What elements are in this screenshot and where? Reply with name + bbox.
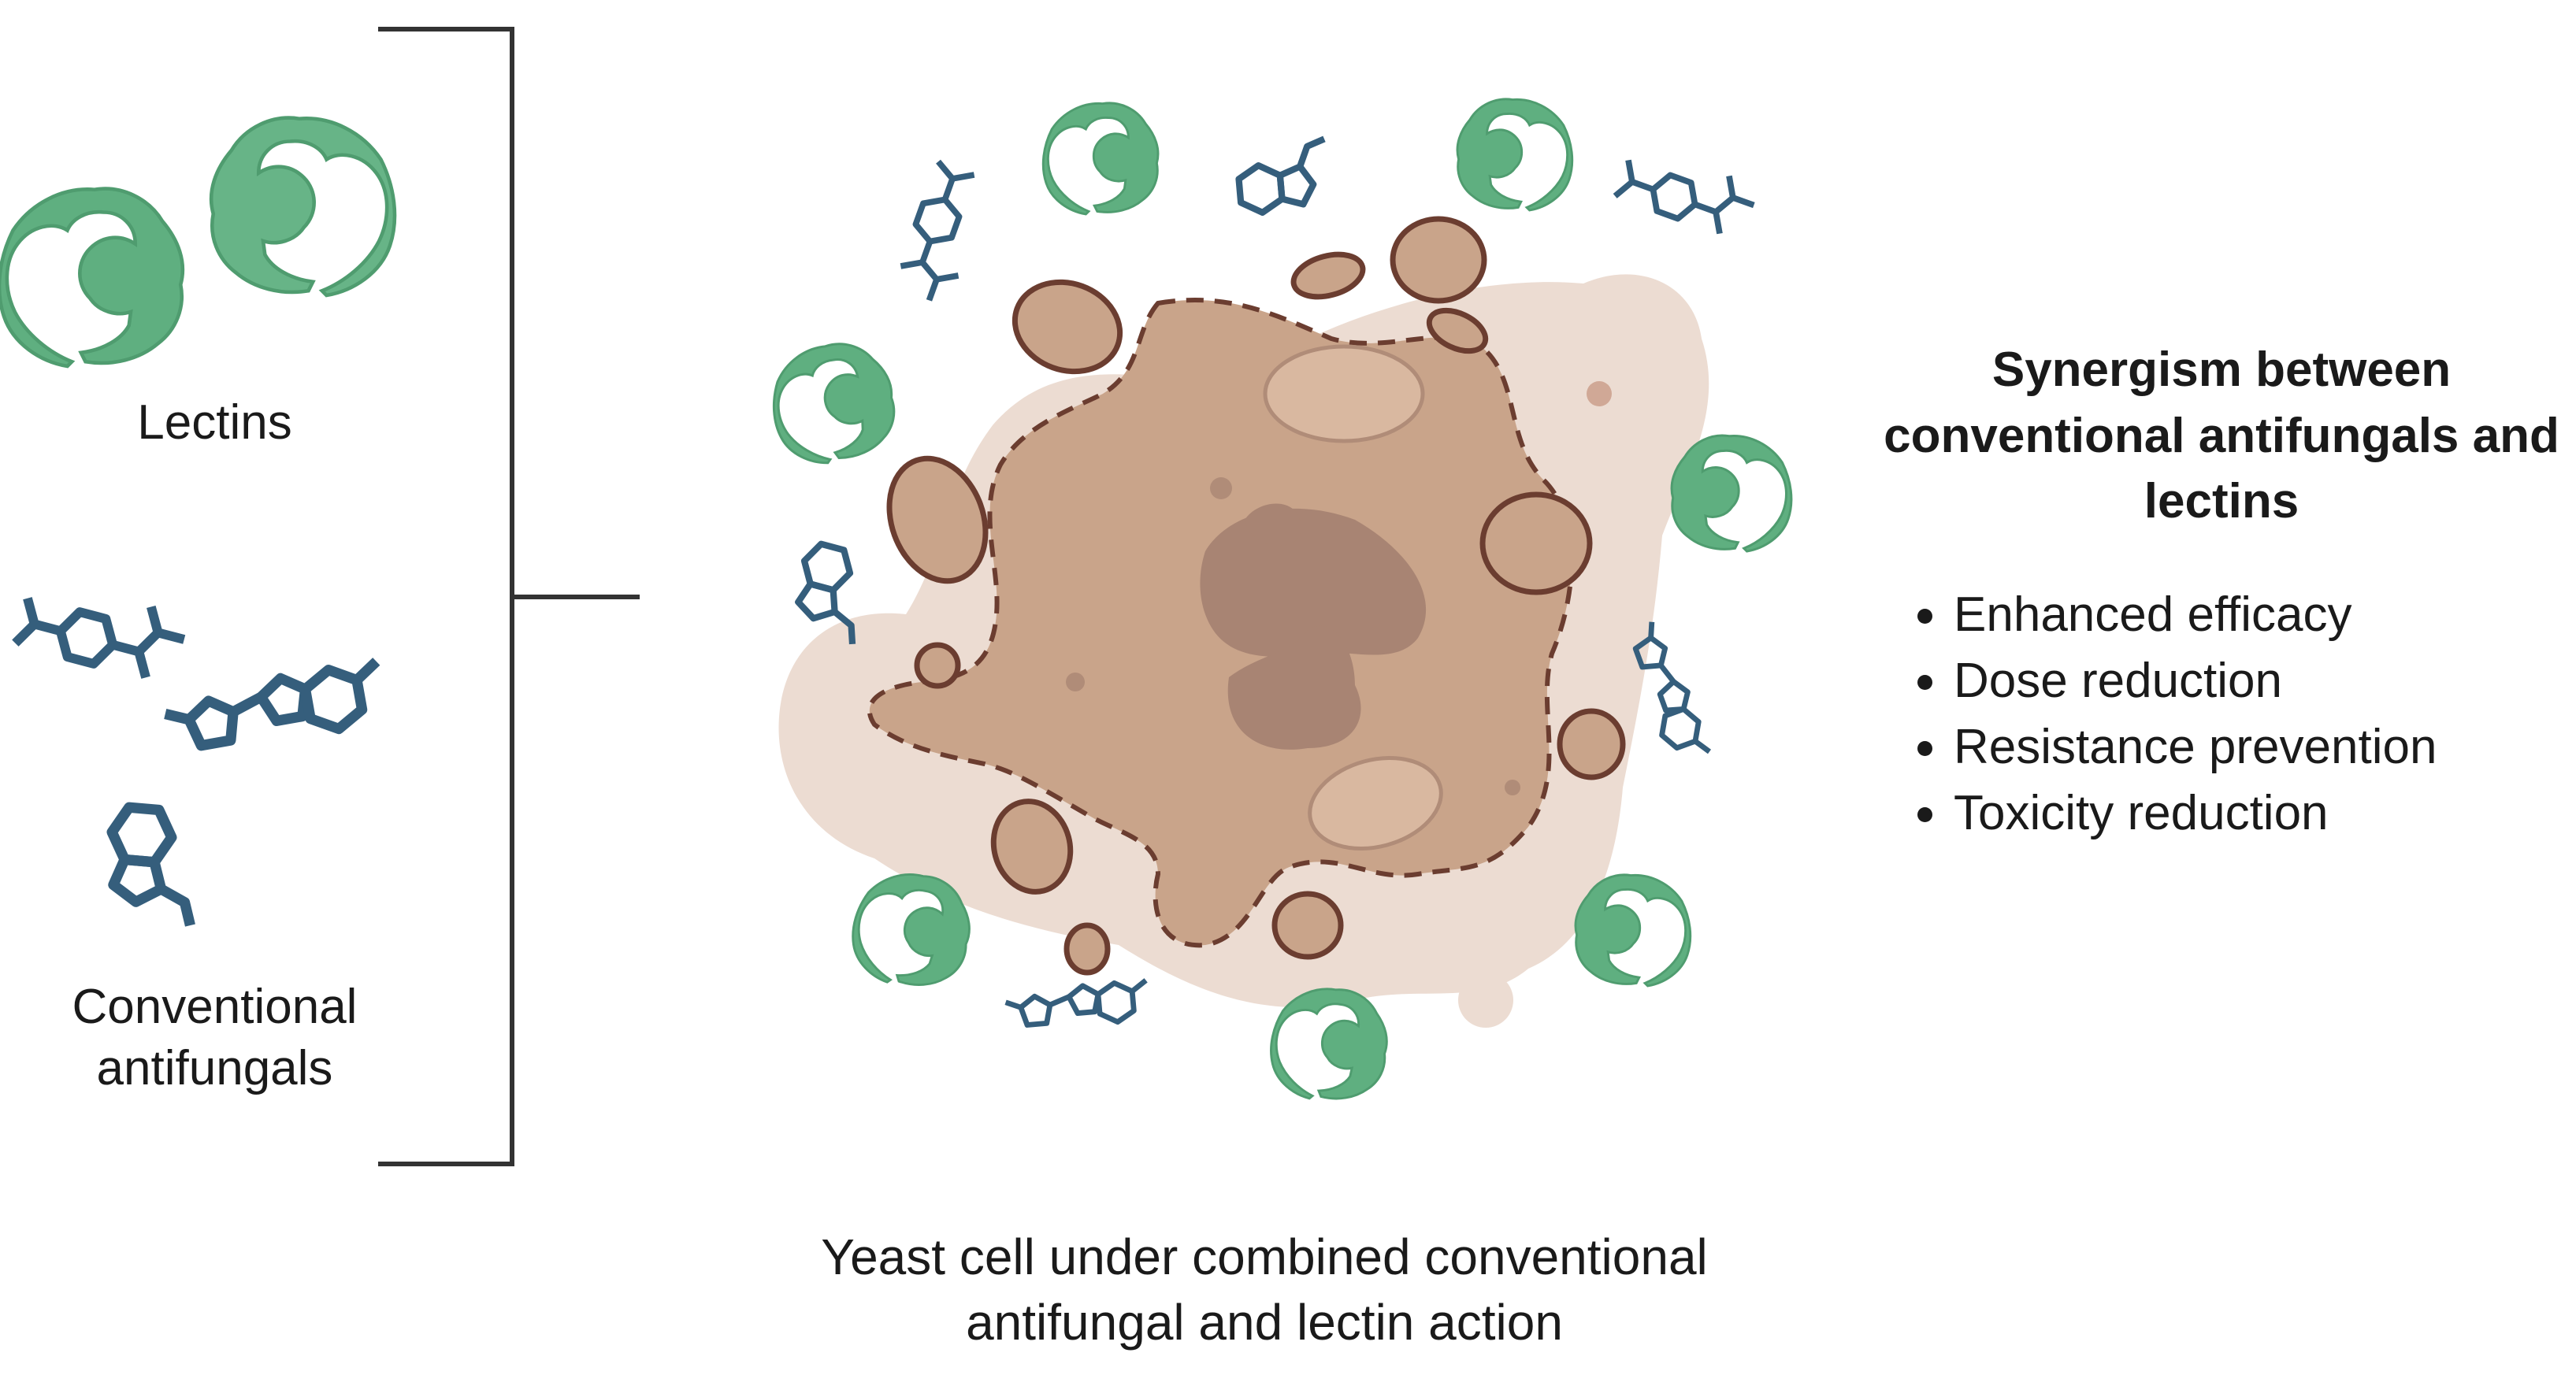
synergism-panel: Synergism between conventional antifunga… xyxy=(1883,337,2560,847)
synergism-title: Synergism between conventional antifunga… xyxy=(1884,343,2559,529)
benefit-item: Enhanced efficacy xyxy=(1883,582,2560,648)
benefit-item: Toxicity reduction xyxy=(1883,780,2560,847)
cell-vacuole xyxy=(1227,625,1361,750)
benefits-list: Enhanced efficacy Dose reduction Resista… xyxy=(1883,582,2560,847)
benefit-item: Resistance prevention xyxy=(1883,714,2560,780)
legend-lectin-icons xyxy=(0,118,395,366)
conventional-antifungals-label: Conventional antifungals xyxy=(72,980,358,1095)
yeast-cell-caption: Yeast cell under combined conventional a… xyxy=(821,1229,1708,1351)
cell-vesicles xyxy=(886,216,1626,976)
lectins-label: Lectins xyxy=(137,395,292,450)
cell-nucleus xyxy=(1200,508,1427,657)
benefit-item: Dose reduction xyxy=(1883,648,2560,714)
legend-antifungal-icons xyxy=(5,562,387,926)
grouping-bracket xyxy=(378,27,640,1166)
